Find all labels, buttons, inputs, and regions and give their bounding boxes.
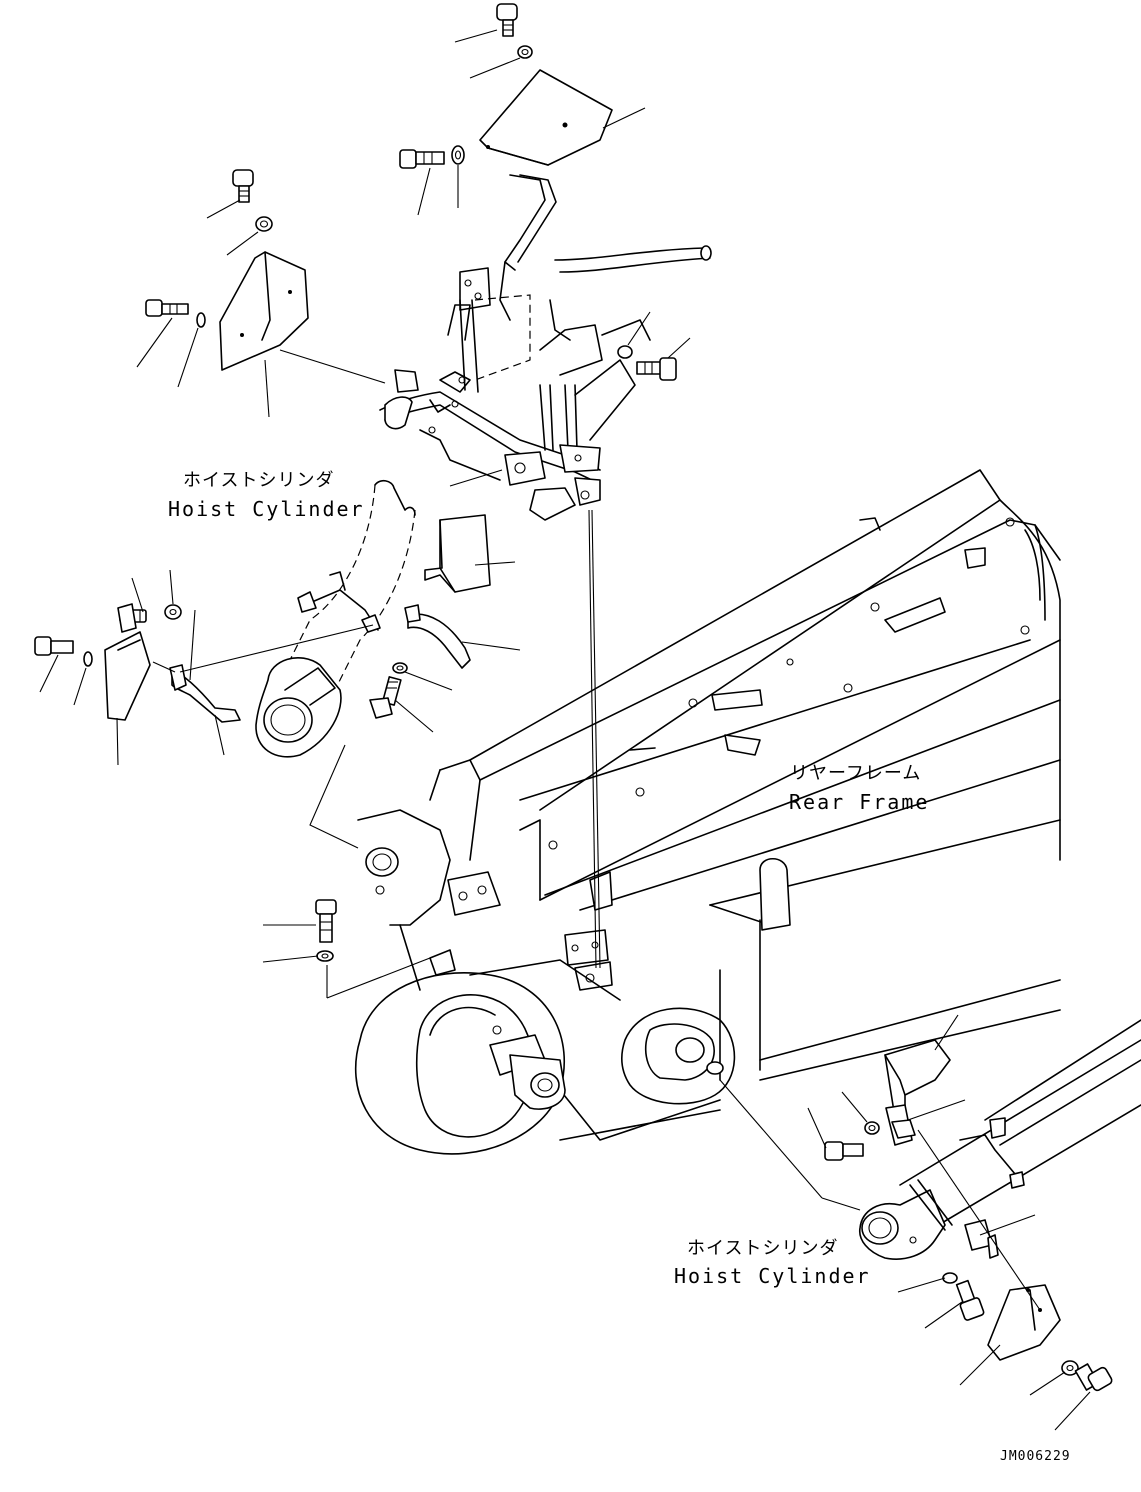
right-bolt xyxy=(636,357,677,381)
upper-left-shield xyxy=(145,169,309,371)
left-hoist-cylinder xyxy=(255,479,416,758)
top-pipe-assembly xyxy=(379,3,712,521)
rear-frame-en-label: Rear Frame xyxy=(789,790,930,814)
hoist-cylinder-upper-jp-label: ホイストシリンダ xyxy=(183,470,335,491)
side-bolt xyxy=(399,149,445,169)
hoist-cylinder-lower-en-label: Hoist Cylinder xyxy=(674,1264,871,1288)
drawing-code: JM006229 xyxy=(1000,1449,1071,1464)
hoist-cylinder-upper-en-label: Hoist Cylinder xyxy=(168,497,365,521)
right-hoist-cylinder xyxy=(824,1019,1141,1392)
top-bolt xyxy=(496,3,518,37)
rear-frame-jp-label: リヤーフレーム xyxy=(790,763,922,784)
leader-lines xyxy=(39,29,1091,1431)
rear-frame xyxy=(355,469,1061,1155)
left-cover-parts xyxy=(369,514,491,719)
center-bolt xyxy=(315,899,337,962)
far-left-parts xyxy=(34,603,241,723)
hoist-cylinder-lower-jp-label: ホイストシリンダ xyxy=(687,1238,839,1259)
top-washer xyxy=(517,45,533,59)
